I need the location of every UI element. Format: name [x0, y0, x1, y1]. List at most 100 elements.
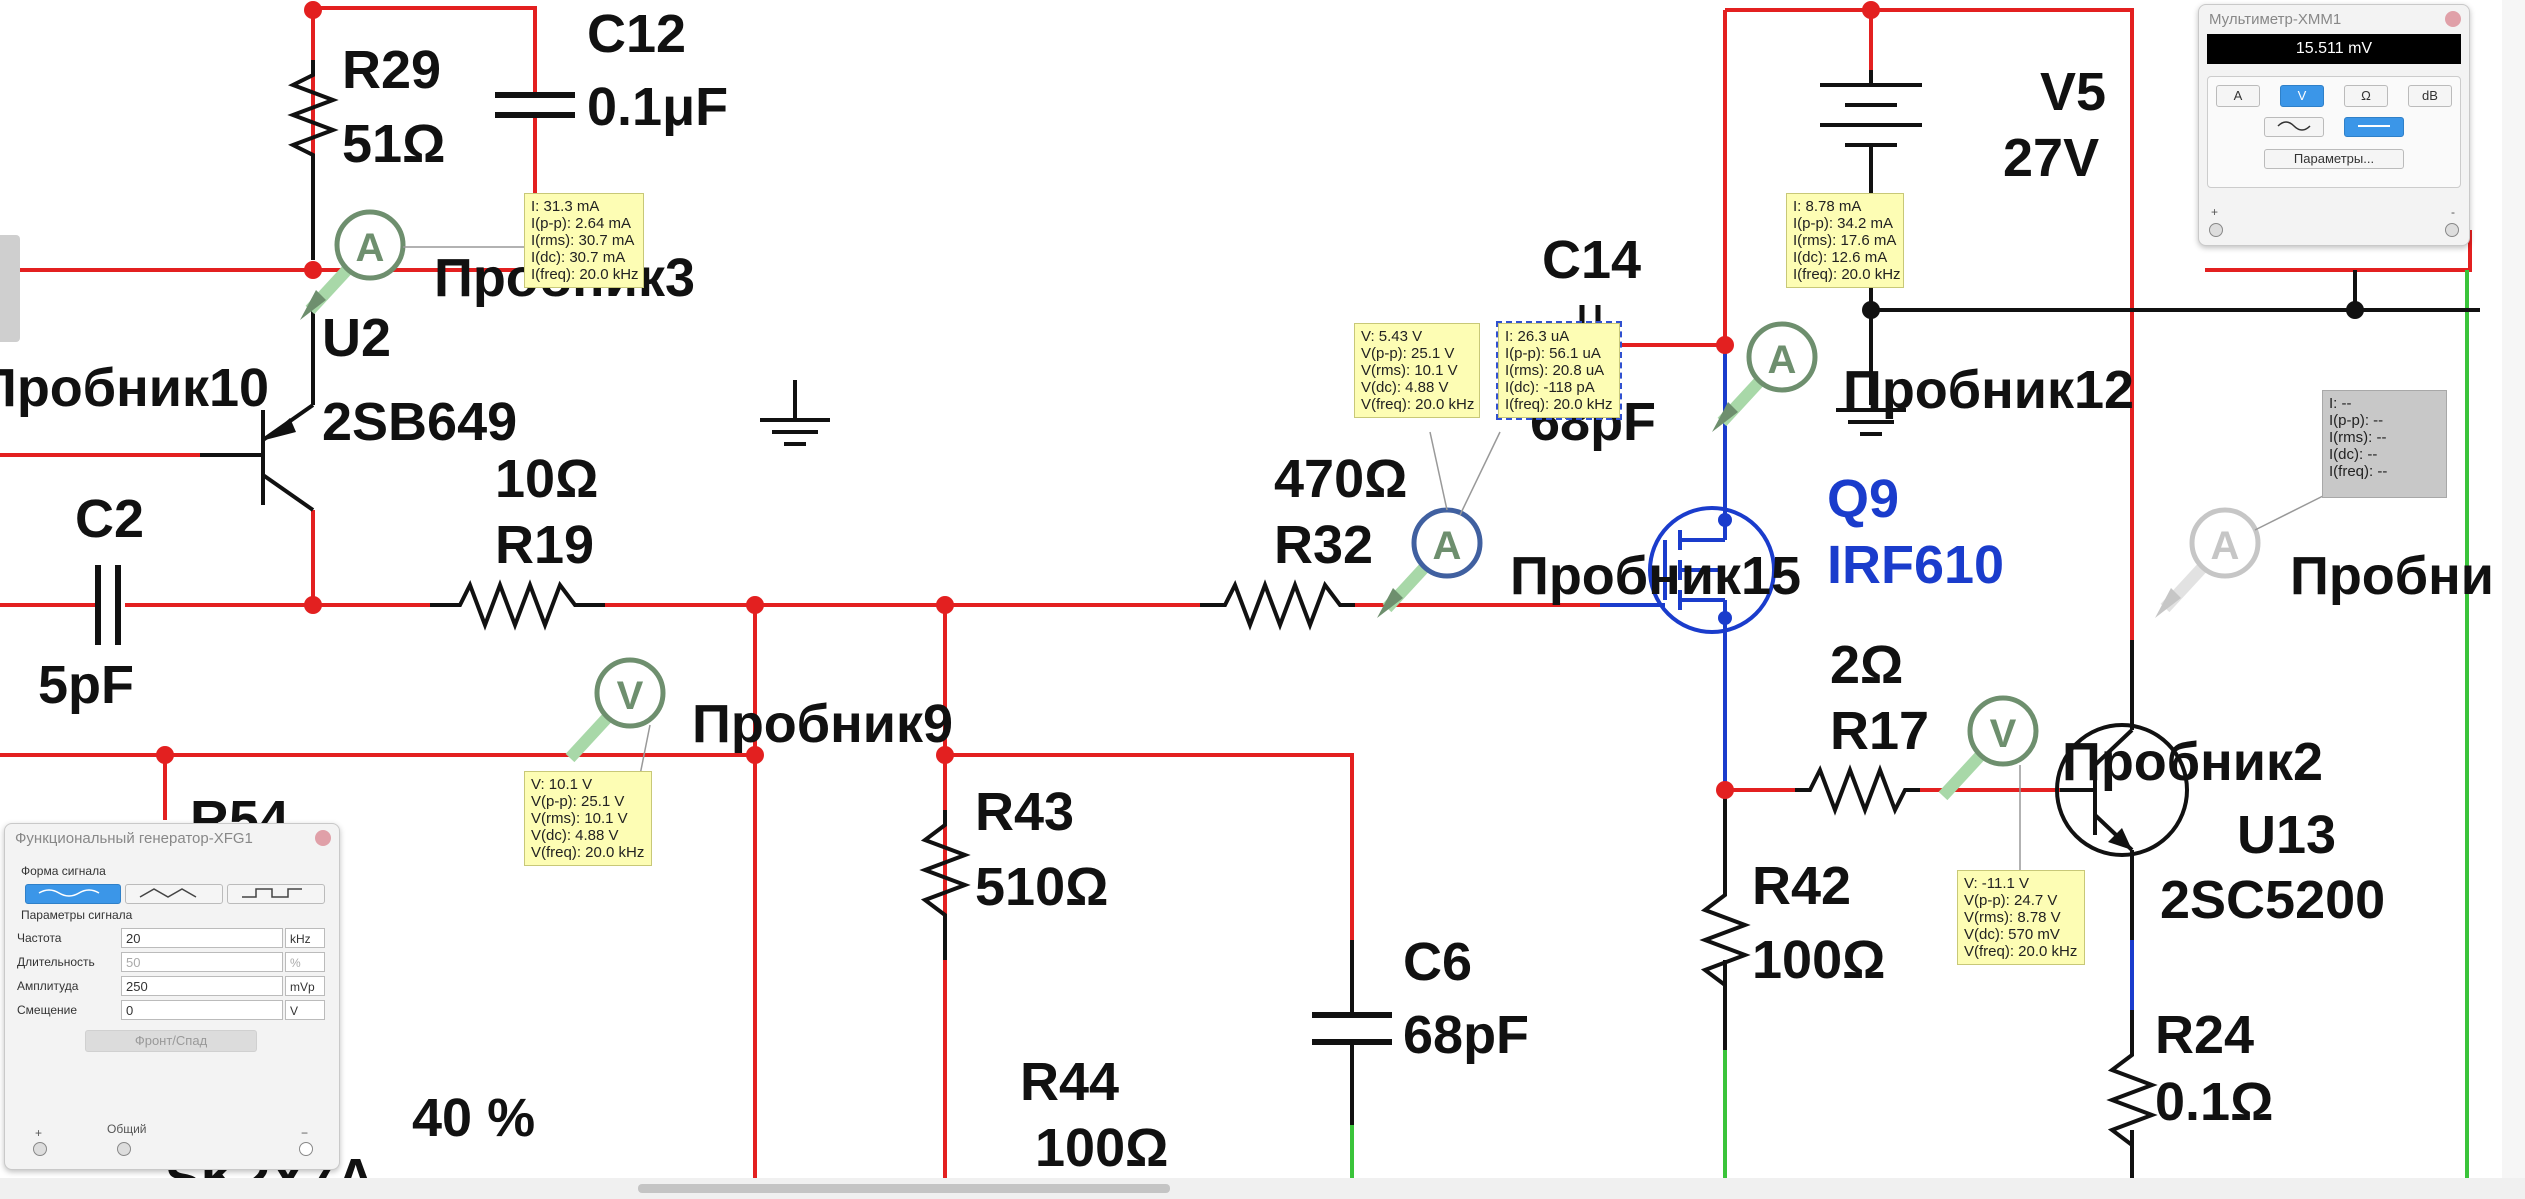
r43-resistor[interactable] — [919, 810, 971, 960]
probe2-label: Пробник2 — [2062, 732, 2323, 792]
r43-value-label: 510Ω — [975, 857, 1108, 917]
multimeter-settings-button[interactable]: Параметры... — [2264, 149, 2404, 169]
r24-name-label: R24 — [2155, 1005, 2254, 1065]
probe15-ammeter[interactable]: A — [1377, 507, 1483, 618]
offset-input[interactable]: 0 — [121, 1000, 283, 1020]
reading-line: V(p-p): 25.1 V — [531, 793, 625, 810]
ground-symbol-1 — [760, 380, 830, 446]
c2-name-label: C2 — [75, 489, 144, 549]
r19-value-label: 10Ω — [495, 449, 598, 509]
mode-ampere-button[interactable]: A — [2216, 85, 2260, 107]
probe9-label: Пробник9 — [692, 694, 953, 754]
amplitude-unit[interactable]: mVp — [285, 976, 325, 996]
r32-resistor[interactable] — [1200, 579, 1355, 631]
square-wave-icon — [242, 888, 302, 898]
c6-name-label: C6 — [1403, 932, 1472, 992]
generator-minus-terminal[interactable] — [299, 1142, 313, 1156]
reading-line: V(p-p): 25.1 V — [1361, 345, 1455, 362]
mode-db-button[interactable]: dB — [2408, 85, 2452, 107]
r17-resistor[interactable] — [1795, 764, 1920, 816]
ac-mode-button[interactable] — [2264, 117, 2324, 137]
generator-title-bar[interactable]: Функциональный генератор-XFG1 — [5, 824, 339, 853]
percent-label: 40 % — [412, 1088, 535, 1148]
r17-value-label: 2Ω — [1830, 635, 1903, 695]
multimeter-close-button[interactable] — [2445, 11, 2461, 27]
r29-resistor[interactable] — [287, 60, 339, 170]
reading-line: I(p-p): 2.64 mA — [531, 215, 632, 232]
u13-model-label: 2SC5200 — [2160, 870, 2385, 930]
r24-resistor[interactable] — [2106, 1010, 2158, 1178]
r24-value-label: 0.1Ω — [2155, 1072, 2273, 1132]
amplitude-input[interactable]: 250 — [121, 976, 283, 996]
rise-fall-button[interactable]: Фронт/Спад — [85, 1030, 257, 1052]
mode-volt-button[interactable]: V — [2280, 85, 2324, 107]
frequency-label: Частота — [17, 931, 62, 945]
r29-value-label: 51Ω — [342, 114, 445, 174]
c6-capacitor[interactable] — [1312, 1012, 1392, 1045]
frequency-input[interactable]: 20 — [121, 928, 283, 948]
reading-line: I(dc): -118 pA — [1505, 379, 1595, 396]
vertical-scrollbar[interactable] — [2502, 0, 2525, 1178]
generator-title: Функциональный генератор-XFG1 — [15, 830, 253, 847]
probe12-ammeter[interactable]: A — [1712, 321, 1818, 432]
waveform-sine-button[interactable] — [25, 884, 121, 904]
reading-line: I: 26.3 uA — [1505, 328, 1570, 345]
u13-transistor[interactable] — [2055, 723, 2189, 940]
probe3-ammeter[interactable]: A — [300, 209, 406, 320]
probe2-symbol: V — [1990, 712, 2017, 756]
u13-name-label: U13 — [2237, 805, 2336, 865]
q9-mosfet[interactable] — [1600, 505, 1776, 650]
probe9-voltmeter[interactable]: V — [565, 657, 666, 763]
generator-close-button[interactable] — [315, 830, 331, 846]
r19-resistor[interactable] — [430, 579, 605, 631]
multimeter-minus-terminal[interactable] — [2445, 223, 2459, 237]
probe-right-ammeter[interactable]: A — [2155, 507, 2261, 618]
c2-value-label: 5pF — [38, 655, 134, 715]
reading-line: V(dc): 570 mV — [1964, 926, 2060, 943]
mode-ohm-button[interactable]: Ω — [2344, 85, 2388, 107]
generator-common-terminal[interactable] — [117, 1142, 131, 1156]
waveform-square-button[interactable] — [227, 884, 325, 904]
function-generator-panel[interactable]: Функциональный генератор-XFG1 Форма сигн… — [4, 823, 340, 1170]
v5-readings: I: 8.78 mA I(p-p): 34.2 mA I(rms): 17.6 … — [1786, 193, 1904, 288]
horizontal-scroll-thumb[interactable] — [638, 1184, 1170, 1193]
reading-line: I(dc): -- — [2329, 446, 2378, 463]
multimeter-panel[interactable]: Мультиметр-XMM1 15.511 mV A V Ω dB Парам… — [2198, 4, 2470, 246]
probe3-readings: I: 31.3 mA I(p-p): 2.64 mA I(rms): 30.7 … — [524, 193, 644, 288]
multimeter-plus-terminal[interactable] — [2209, 223, 2223, 237]
probe-mid-readings: V: 5.43 V V(p-p): 25.1 V V(rms): 10.1 V … — [1354, 323, 1480, 418]
reading-line: V: -11.1 V — [1964, 875, 2030, 892]
horizontal-scrollbar[interactable] — [0, 1178, 2525, 1199]
r42-resistor[interactable] — [1699, 860, 1751, 1050]
reading-line: I: 8.78 mA — [1793, 198, 1862, 215]
waveform-triangle-button[interactable] — [125, 884, 223, 904]
multimeter-plus-label: + — [2211, 205, 2219, 219]
multimeter-title-bar[interactable]: Мультиметр-XMM1 — [2199, 5, 2469, 34]
duty-cycle-label: Длительность — [17, 955, 95, 969]
dc-mode-button[interactable] — [2344, 117, 2404, 137]
duty-cycle-unit[interactable]: % — [285, 952, 325, 972]
probe2-voltmeter[interactable]: V — [1938, 695, 2039, 801]
blue-wires — [1723, 345, 2134, 1010]
reading-line: V(rms): 10.1 V — [1361, 362, 1458, 379]
offset-unit[interactable]: V — [285, 1000, 325, 1020]
frequency-unit[interactable]: kHz — [285, 928, 325, 948]
reading-line: I(freq): 20.0 kHz — [531, 266, 639, 283]
reading-line: I(p-p): 34.2 mA — [1793, 215, 1894, 232]
junction-dots — [156, 1, 1880, 799]
reading-line: I: 31.3 mA — [531, 198, 600, 215]
c2-capacitor[interactable] — [95, 565, 121, 645]
tooltip-leaders — [403, 246, 2326, 870]
amplitude-label: Амплитуда — [17, 979, 79, 993]
v5-battery[interactable] — [1820, 70, 1922, 170]
multimeter-title: Мультиметр-XMM1 — [2209, 11, 2342, 28]
reading-line: V(dc): 4.88 V — [1361, 379, 1449, 396]
partial-offscreen-panel[interactable] — [0, 235, 20, 342]
q9-model-label: IRF610 — [1827, 535, 2004, 595]
r17-name-label: R17 — [1830, 701, 1929, 761]
r32-value-label: 470Ω — [1274, 449, 1407, 509]
duty-cycle-input[interactable]: 50 — [121, 952, 283, 972]
c12-capacitor[interactable] — [495, 92, 575, 118]
generator-plus-terminal[interactable] — [33, 1142, 47, 1156]
